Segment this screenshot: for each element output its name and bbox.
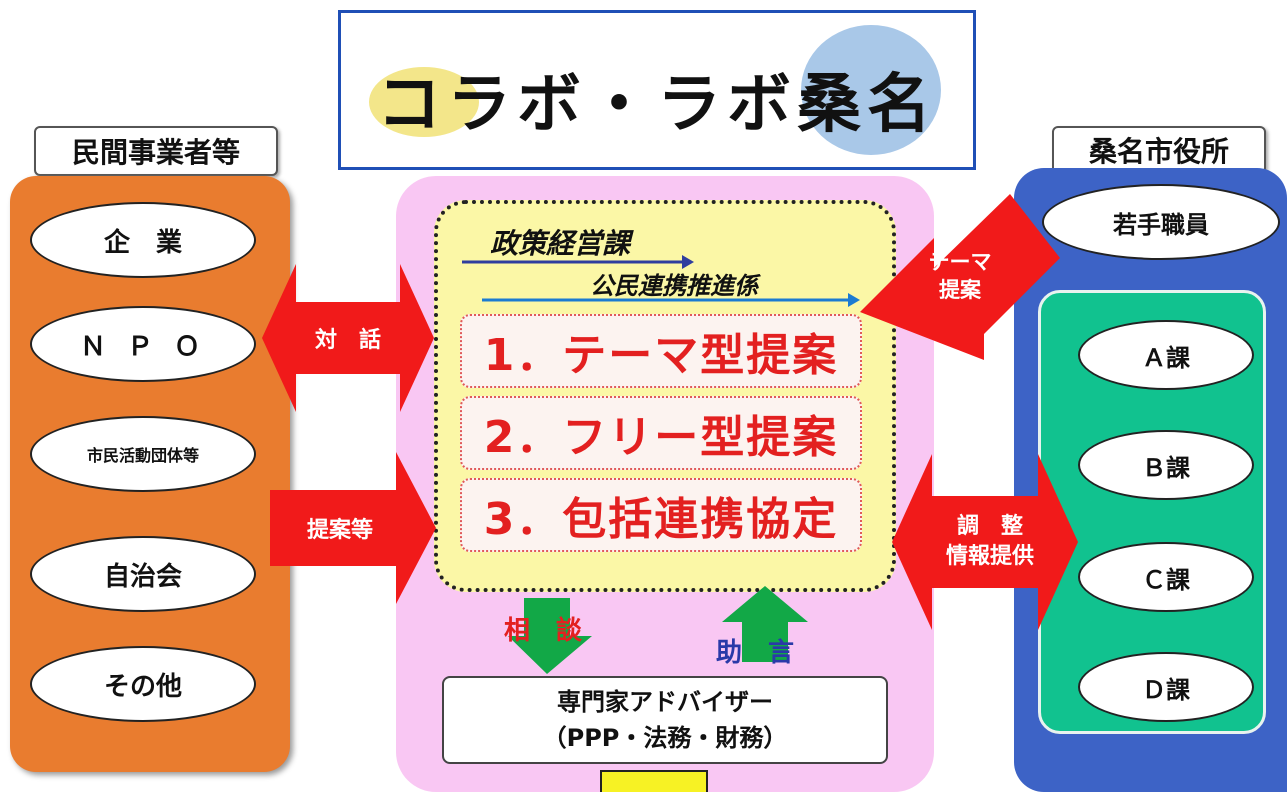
proposal-free: 2．フリー型提案 (460, 396, 862, 470)
advice-arrow (722, 586, 808, 662)
blue-bubble (801, 25, 941, 155)
advisor-box: 専門家アドバイザー （PPP・法務・財務） (442, 676, 888, 764)
diagram-title: コラボ・ラボ桑名 (377, 68, 937, 142)
section-d: Ｄ課 (1078, 652, 1254, 722)
theme-label-line1: テーマ (928, 250, 992, 274)
proposal-arrow (270, 452, 436, 604)
right-header: 桑名市役所 (1052, 126, 1266, 174)
proposal-theme: 1．テーマ型提案 (460, 314, 862, 388)
left-item-citizen-groups: 市民活動団体等 (30, 416, 256, 492)
left-item-company: 企 業 (30, 202, 256, 278)
section-c: Ｃ課 (1078, 542, 1254, 612)
theme-arrow (860, 194, 1060, 360)
adjust-label-line1: 調 整 (956, 514, 1023, 539)
left-item-other: その他 (30, 646, 256, 722)
consult-label: 相 談 (504, 616, 583, 646)
theme-label-line2: 提案 (939, 278, 981, 302)
advisor-title: 専門家アドバイザー (557, 688, 773, 716)
adjust-arrow (892, 454, 1078, 630)
dialogue-label: 対 話 (314, 328, 381, 353)
dept-label: 政策経営課 (490, 227, 631, 260)
advisor-fields: （PPP・法務・財務） (542, 724, 788, 752)
proposal-arrow-label: 提案等 (306, 518, 373, 543)
left-header: 民間事業者等 (34, 126, 278, 176)
section-a: Ａ課 (1078, 320, 1254, 390)
consult-arrow (508, 598, 592, 674)
bottom-tab (600, 770, 708, 792)
sub-dept-label: 公民連携推進係 (590, 272, 758, 300)
yellow-bubble (369, 67, 479, 137)
dialogue-arrow (262, 264, 434, 412)
advice-label: 助 言 (716, 638, 795, 668)
adjust-arrow-label: 調 整 情報提供 (928, 512, 1052, 572)
left-item-npo: Ｎ Ｐ Ｏ (30, 306, 256, 382)
proposal-agreement: 3．包括連携協定 (460, 478, 862, 552)
section-b: Ｂ課 (1078, 430, 1254, 500)
left-item-neighborhood: 自治会 (30, 536, 256, 612)
title-box: コラボ・ラボ桑名 (338, 10, 976, 170)
theme-arrow-label: テーマ 提案 (920, 248, 1000, 304)
dept-arrows (462, 255, 860, 307)
right-item-young-staff: 若手職員 (1042, 184, 1280, 260)
adjust-label-line2: 情報提供 (945, 544, 1034, 569)
